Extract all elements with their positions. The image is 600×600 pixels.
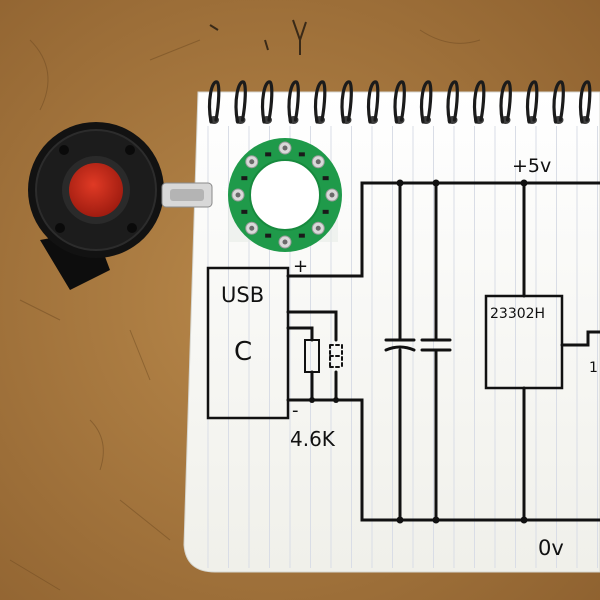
chip-block: [484, 294, 564, 390]
spiral-ring: [552, 80, 565, 124]
pcb-component: [241, 209, 248, 214]
pcb-pad-hole: [329, 192, 335, 198]
spiral-ring: [446, 80, 459, 124]
bench-pencil-marks: [209, 19, 307, 55]
led-symbol: [329, 344, 343, 368]
usb-c-connector: [161, 182, 213, 208]
spiral-ring: [260, 80, 274, 124]
resistor-symbol: [304, 339, 320, 373]
spiral-ring: [472, 80, 486, 124]
pcb-pad-hole: [282, 145, 288, 151]
pcb-component: [265, 233, 272, 238]
spiral-binding: [207, 80, 592, 124]
schematic-drawing: [206, 179, 600, 524]
top-rail: [286, 181, 600, 278]
pcb-pad-hole: [249, 225, 255, 231]
bench-scratches: [9, 29, 481, 591]
pcb-component: [322, 176, 329, 181]
rail-bottom-label: 0v: [538, 536, 564, 560]
spiral-ring: [313, 80, 327, 124]
pcb-pad-hole: [235, 192, 241, 198]
pcb-component: [322, 209, 329, 214]
arcade-button: [28, 122, 164, 290]
pcb-pad-hole: [249, 159, 255, 165]
pcb-pads: [231, 141, 339, 249]
spiral-ring: [578, 80, 592, 124]
spiral-ring: [499, 80, 512, 124]
pcb-silkscreen-left: -FI-: [222, 182, 230, 194]
chip-connections: [522, 181, 600, 522]
junction-dots: [309, 179, 528, 524]
pcb-component: [298, 152, 305, 157]
rail-top-label: +5v: [512, 155, 551, 177]
spiral-ring: [419, 80, 433, 124]
capacitor-2: [420, 181, 452, 522]
edge-fragment-label: 1: [589, 360, 598, 376]
capacitor-1: [384, 181, 416, 522]
pcb-pad-hole: [315, 159, 321, 165]
ring-pcb: -FI- -TFI-: [222, 138, 351, 252]
pcb-component: [241, 176, 248, 181]
plus-mark: +: [293, 256, 308, 277]
resistor-label: 4.6K: [290, 427, 336, 451]
usb-label: USB: [221, 283, 264, 307]
spiral-ring: [207, 80, 221, 124]
pcb-pad-hole: [282, 239, 288, 245]
pcb-component: [265, 152, 272, 157]
button-cap: [69, 163, 123, 217]
usb-c-label: C: [234, 337, 252, 367]
pcb-component: [298, 233, 305, 238]
chip-label: 23302H: [490, 306, 545, 322]
spiral-ring: [366, 80, 380, 124]
spiral-ring: [393, 80, 406, 124]
pcb-pad-hole: [315, 225, 321, 231]
minus-mark: -: [292, 400, 299, 421]
pcb-silkscreen-right: -TFI-: [343, 196, 351, 211]
spiral-ring: [525, 80, 539, 124]
resistor-led-branch: [286, 310, 338, 402]
spiral-ring: [340, 80, 353, 124]
spiral-ring: [287, 80, 300, 124]
usb-block: [206, 266, 290, 420]
spiral-ring: [234, 80, 247, 124]
